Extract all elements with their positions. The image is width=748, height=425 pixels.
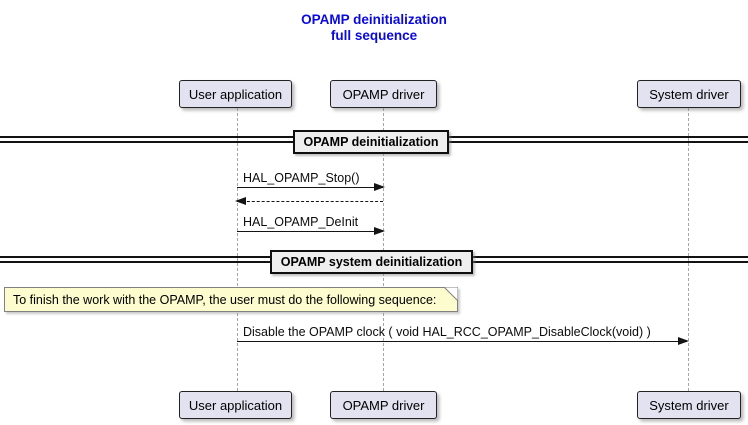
divider-label: OPAMP deinitialization <box>303 135 439 149</box>
participant-user-application-top: User application <box>179 80 292 108</box>
diagram-title-line2: full sequence <box>330 27 418 43</box>
participant-label: User application <box>188 86 283 102</box>
participant-opamp-driver-bottom: OPAMP driver <box>330 391 437 419</box>
participant-label: System driver <box>649 397 729 413</box>
message-arrow-return <box>235 196 383 205</box>
participant-label: User application <box>188 397 283 413</box>
note: To finish the work with the OPAMP, the u… <box>4 287 458 312</box>
diagram-title-line1: OPAMP deinitialization <box>301 12 447 27</box>
message-label-disable-opamp-clock: Disable the OPAMP clock ( void HAL_RCC_O… <box>243 325 651 339</box>
message-arrow-hal-opamp-deinit <box>237 226 385 235</box>
arrowhead-right-icon <box>678 336 689 345</box>
lifeline-system-driver <box>688 108 689 391</box>
participant-system-driver-top: System driver <box>637 80 741 108</box>
participant-system-driver-bottom: System driver <box>637 391 741 419</box>
diagram-title: OPAMP deinitialization full sequence <box>0 12 748 43</box>
message-arrow-disable-opamp-clock <box>237 336 689 345</box>
message-label-hal-opamp-deinit: HAL_OPAMP_DeInit <box>243 215 359 229</box>
participant-opamp-driver-top: OPAMP driver <box>330 80 437 108</box>
note-folded-corner-icon <box>444 287 458 301</box>
lifeline-opamp-driver <box>383 108 384 391</box>
divider-label: OPAMP system deinitialization <box>280 255 463 269</box>
arrowhead-right-icon <box>374 182 385 191</box>
participant-label: System driver <box>649 86 729 102</box>
participant-label: OPAMP driver <box>342 397 425 413</box>
message-arrow-hal-opamp-stop <box>237 182 385 191</box>
divider-opamp-system-deinitialization: OPAMP system deinitialization <box>270 250 473 274</box>
arrowhead-right-icon <box>374 226 385 235</box>
participant-label: OPAMP driver <box>342 86 425 102</box>
note-text: To finish the work with the OPAMP, the u… <box>13 292 437 307</box>
lifeline-user-application <box>237 108 238 391</box>
arrowhead-left-icon <box>235 196 246 205</box>
message-label-hal-opamp-stop: HAL_OPAMP_Stop() <box>243 171 360 185</box>
participant-user-application-bottom: User application <box>179 391 292 419</box>
divider-opamp-deinitialization: OPAMP deinitialization <box>293 130 449 154</box>
